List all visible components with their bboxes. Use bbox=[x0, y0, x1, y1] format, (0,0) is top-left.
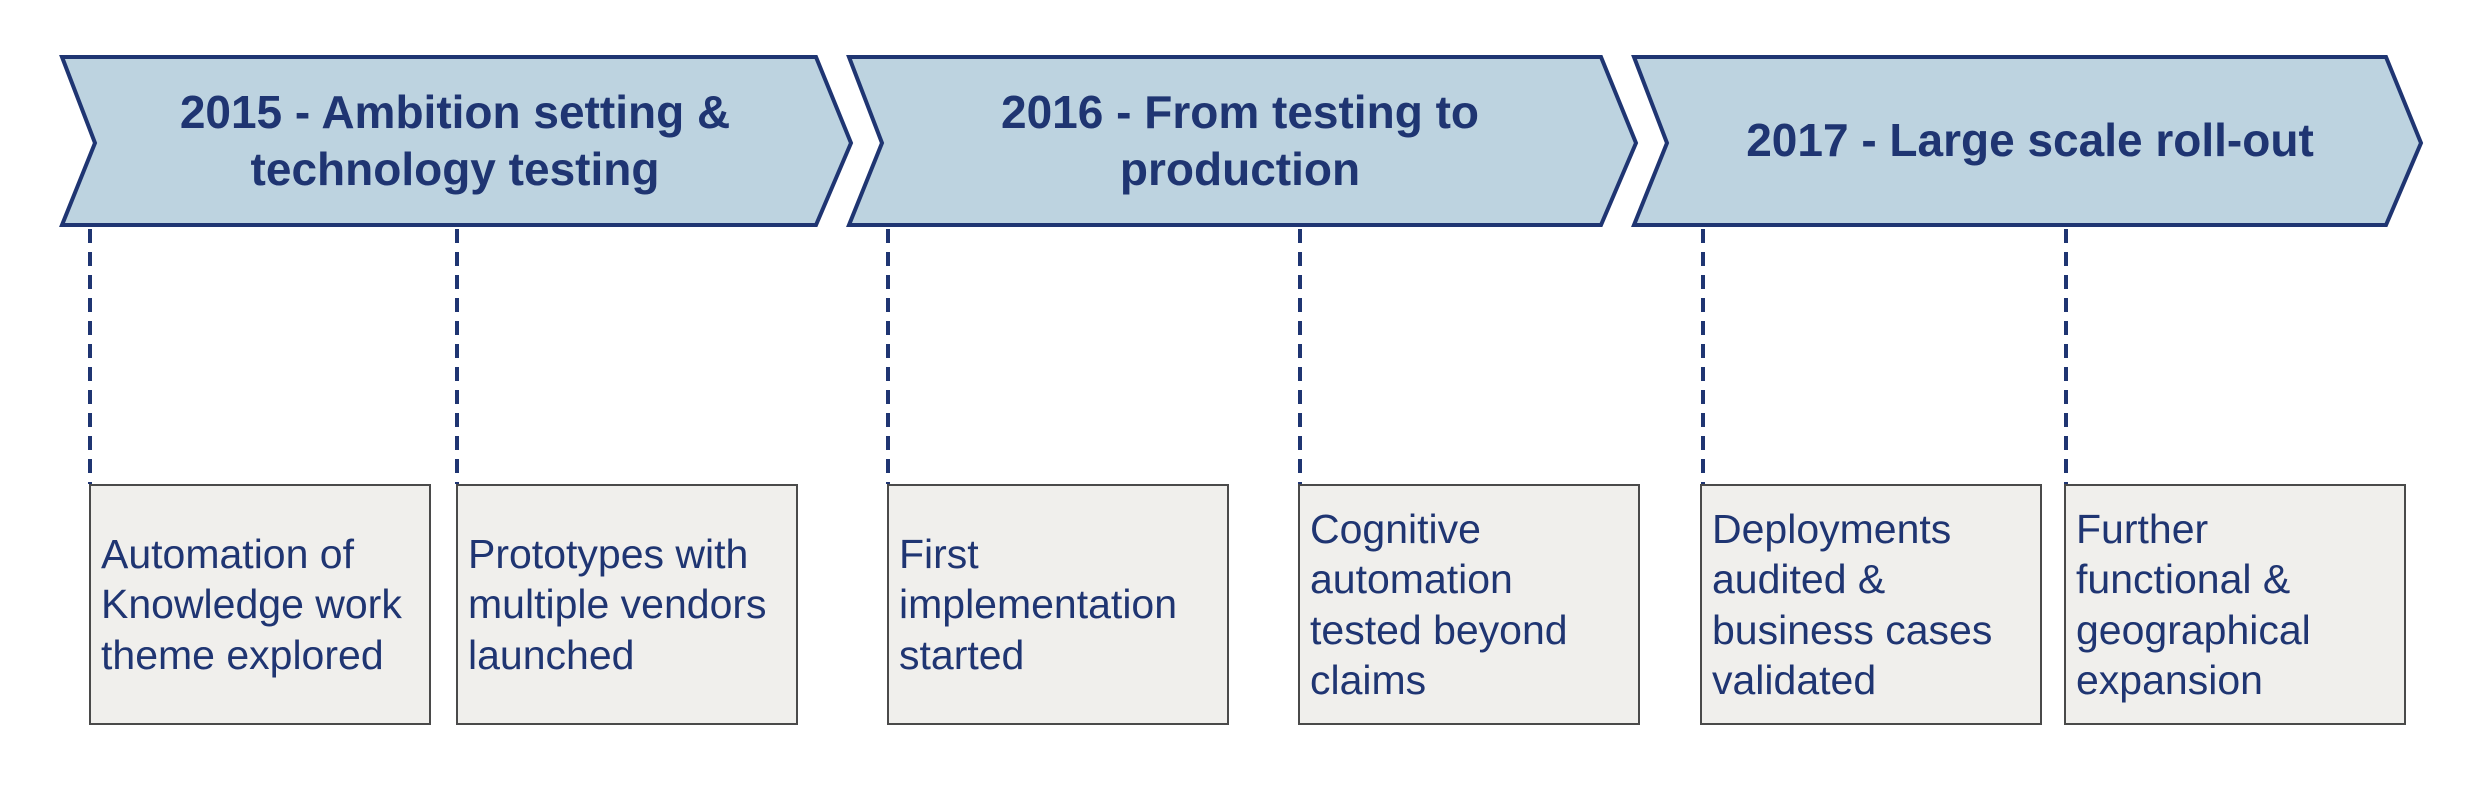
milestone-text: First implementation started bbox=[899, 531, 1178, 678]
milestone-box: Cognitive automation tested beyond claim… bbox=[1298, 484, 1640, 725]
phase-2-title: 2016 - From testing to production bbox=[1001, 85, 1479, 195]
phase-3-title: 2017 - Large scale roll-out bbox=[1746, 114, 2314, 167]
phase-2-chevron bbox=[846, 55, 1639, 227]
milestone-box: First implementation started bbox=[887, 484, 1229, 725]
phase-1-title: 2015 - Ambition setting & technology tes… bbox=[179, 85, 731, 195]
phase-1-chevron bbox=[59, 55, 854, 227]
phase-3-chevron bbox=[1631, 55, 2424, 227]
milestone-text: Prototypes with multiple vendors launche… bbox=[468, 531, 767, 678]
milestone-box: Automation of Knowledge work theme explo… bbox=[89, 484, 431, 725]
milestone-box: Deployments audited & business cases val… bbox=[1700, 484, 2042, 725]
milestone-text: Cognitive automation tested beyond claim… bbox=[1310, 506, 1568, 703]
milestone-text: Further functional & geographical expans… bbox=[2076, 506, 2311, 703]
milestone-box: Further functional & geographical expans… bbox=[2064, 484, 2406, 725]
milestone-text: Automation of Knowledge work theme explo… bbox=[101, 531, 402, 678]
milestone-box: Prototypes with multiple vendors launche… bbox=[456, 484, 798, 725]
milestone-text: Deployments audited & business cases val… bbox=[1712, 506, 1993, 703]
